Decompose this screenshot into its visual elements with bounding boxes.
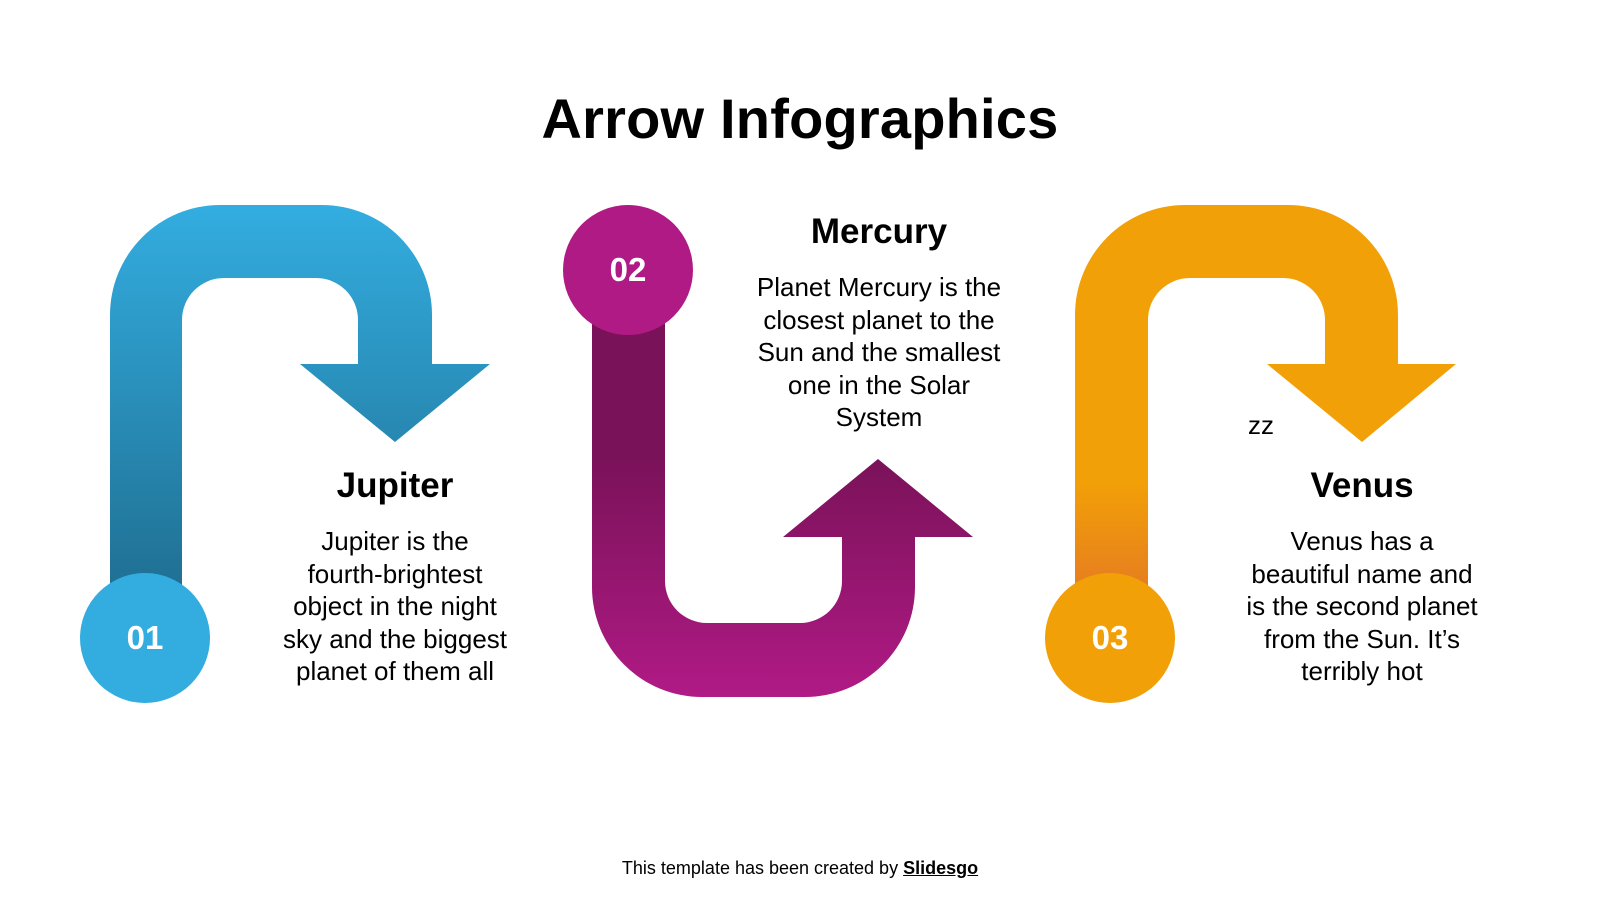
description-line: System: [835, 402, 923, 432]
description-line: one in the Solar: [787, 369, 971, 400]
arrow-2-up-icon: [592, 300, 973, 697]
description-line: closest planet to the: [763, 304, 995, 335]
slide-title: Arrow Infographics: [541, 87, 1059, 150]
description-line: from the Sun. It’s: [1263, 623, 1461, 654]
step-1-circle: [80, 573, 210, 703]
step-1-text-block: Jupiter Jupiter is the fourth-brightest …: [245, 465, 545, 688]
step-3-text-block: Venus Venus has a beautiful name and is …: [1207, 465, 1517, 688]
step-2-heading: Mercury: [810, 212, 948, 251]
step-3-circle: [1045, 573, 1175, 703]
footer-credit: This template has been created by Slides…: [0, 858, 1600, 879]
description-line: object in the night: [293, 591, 497, 621]
description-line: terribly hot: [1301, 656, 1423, 686]
description-line: Sun and the smallest: [757, 337, 1001, 367]
description-line: is the second planet: [1246, 591, 1478, 621]
step-1-description: Jupiter is the fourth-brightest object i…: [245, 525, 545, 688]
arrow-3-down-icon: [1075, 205, 1456, 600]
description-line: planet of them all: [295, 656, 494, 686]
step-2-number: 02: [609, 251, 647, 288]
footer-prefix: This template has been created by: [621, 858, 904, 878]
step-3-heading: Venus: [1310, 466, 1414, 505]
description-line: sky and the biggest: [282, 623, 508, 654]
description-line: Jupiter is the: [321, 526, 469, 556]
step-2-circle: [563, 205, 693, 335]
step-2-description: Planet Mercury is the closest planet to …: [719, 271, 1039, 434]
step-1-heading: Jupiter: [336, 466, 454, 505]
arrow-1-down-icon: [110, 205, 490, 600]
description-line: Venus has a: [1290, 526, 1434, 556]
slidesgo-link[interactable]: Slidesgo: [903, 858, 979, 878]
step-3-number: 03: [1091, 619, 1129, 656]
description-line: beautiful name and: [1251, 558, 1473, 589]
stray-text: zz: [1248, 410, 1274, 440]
description-line: Planet Mercury is the: [756, 272, 1002, 302]
step-1-number: 01: [126, 619, 164, 656]
step-2-text-block: Mercury Planet Mercury is the closest pl…: [719, 211, 1039, 434]
step-3-description: Venus has a beautiful name and is the se…: [1207, 525, 1517, 688]
description-line: fourth-brightest: [307, 558, 483, 589]
